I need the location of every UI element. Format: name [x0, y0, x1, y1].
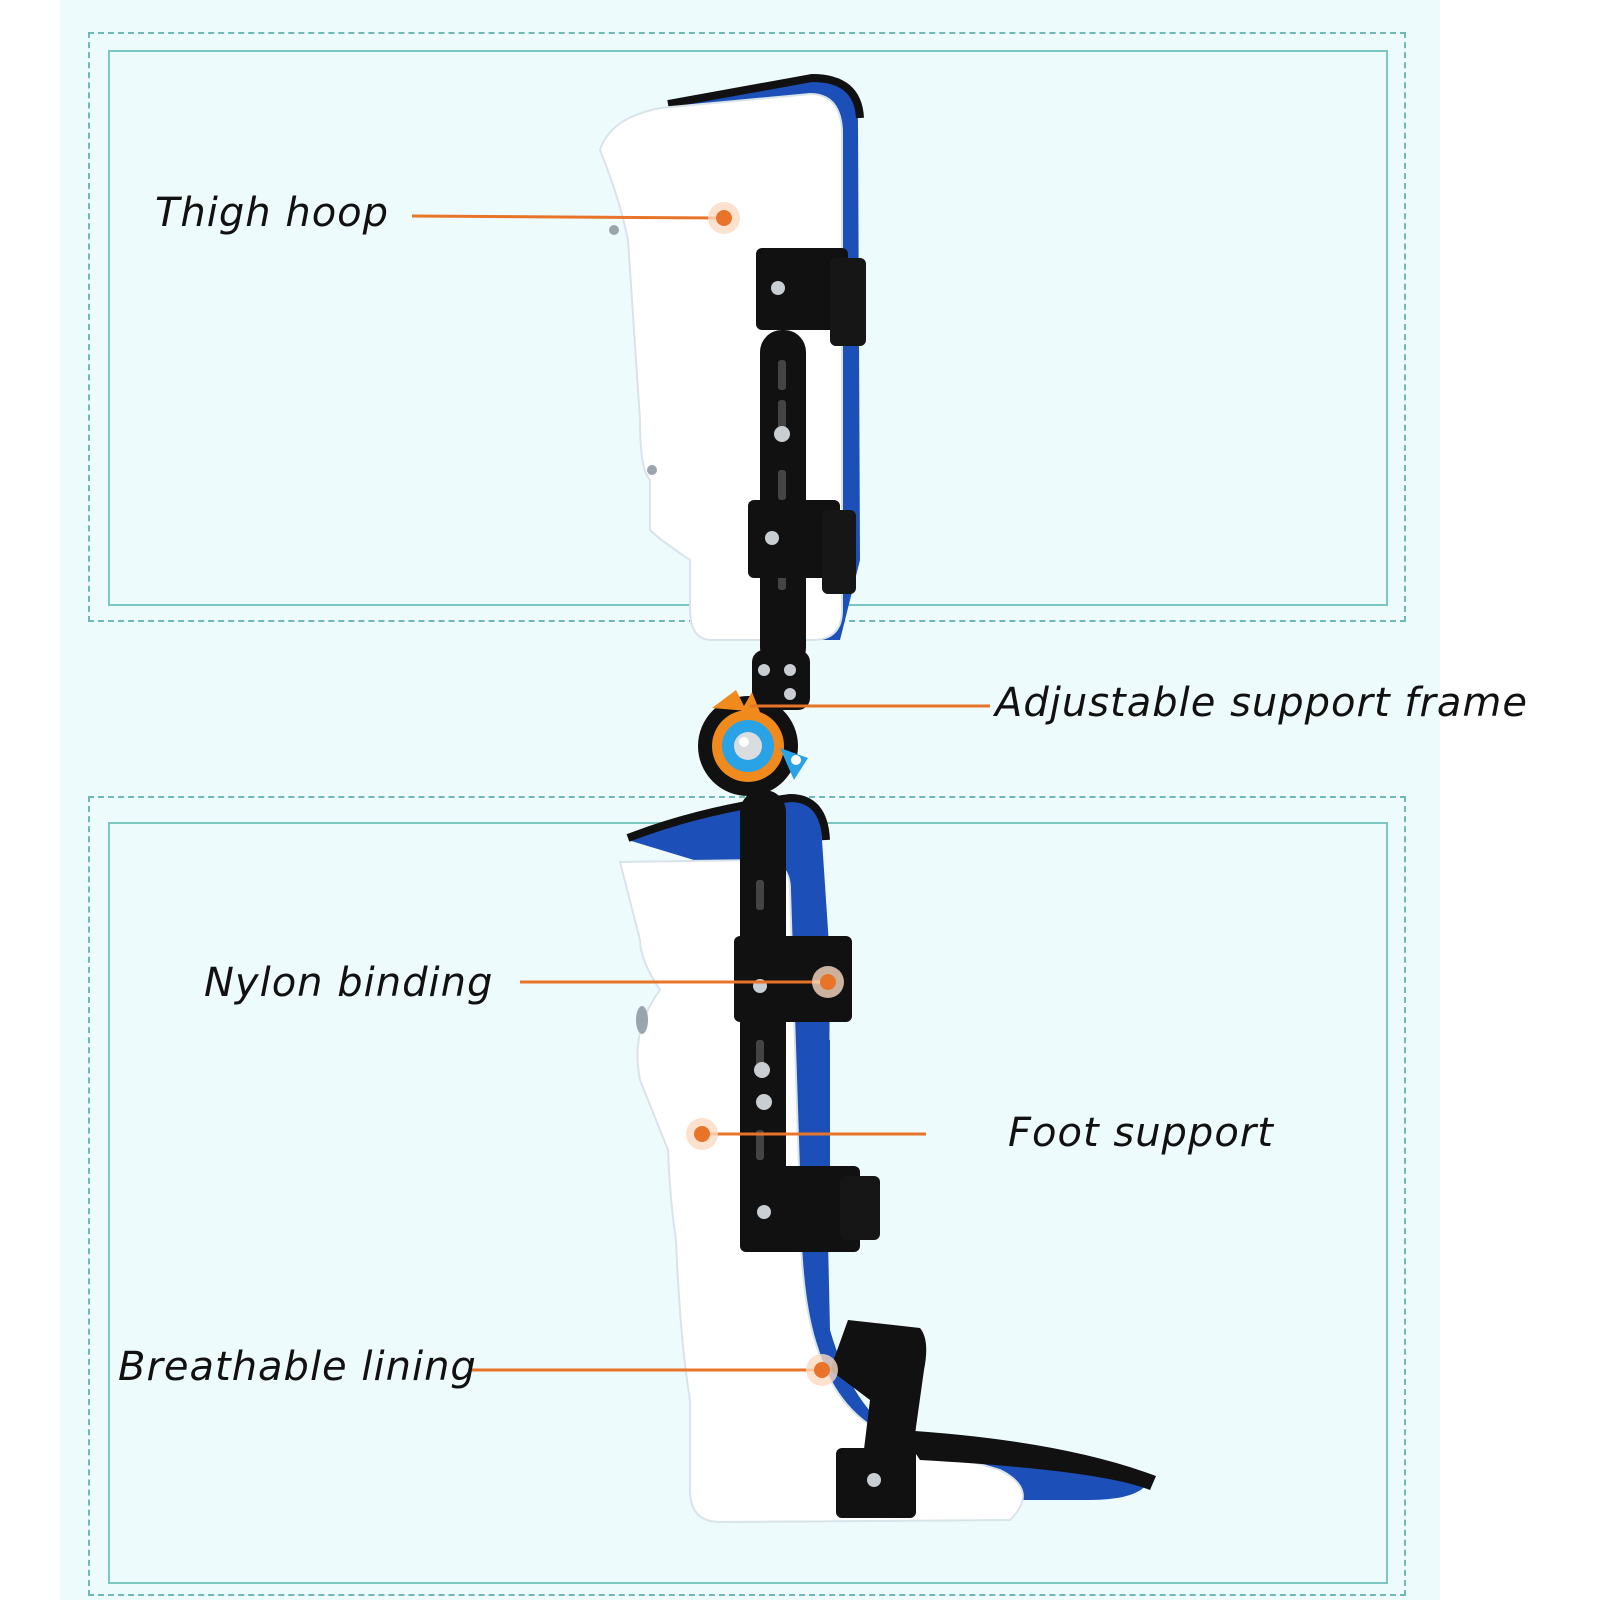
thigh-strap-lower [748, 500, 840, 578]
label-breathable-lining: Breathable lining [118, 1344, 477, 1390]
label-adjustable-support-frame: Adjustable support frame [995, 680, 1528, 726]
calf-strap-lower [740, 1166, 860, 1252]
callout-dots [686, 202, 844, 1386]
calf-strap-upper [734, 936, 852, 1022]
adjustable-hinge [698, 690, 808, 796]
label-nylon-binding: Nylon binding [204, 960, 494, 1006]
label-foot-support: Foot support [1008, 1110, 1274, 1156]
thigh-strap-upper [756, 248, 848, 330]
ankle-strap [830, 1320, 927, 1482]
label-thigh-hoop: Thigh hoop [155, 190, 390, 236]
calf-shell [618, 858, 1024, 1524]
callout-lines [411, 214, 990, 1372]
